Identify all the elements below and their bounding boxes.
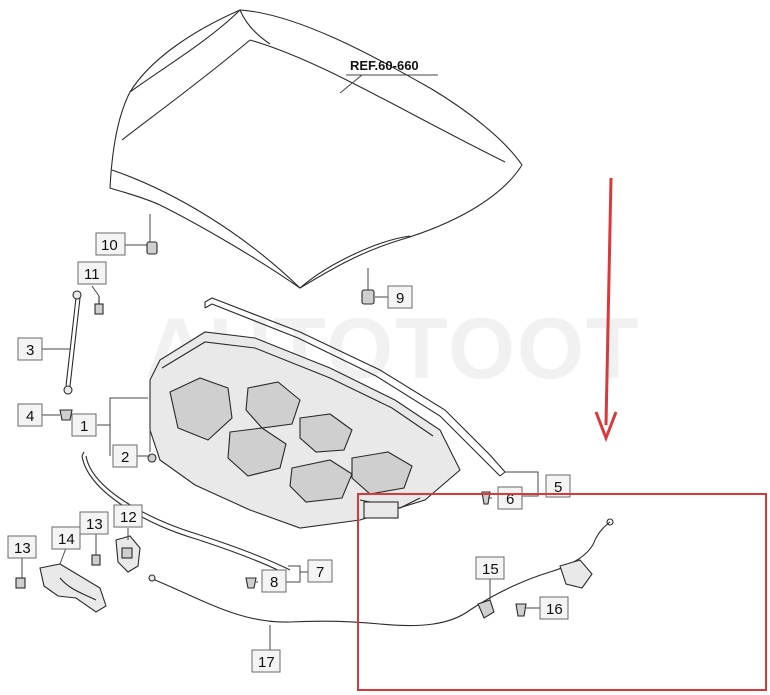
hood-weatherstrip [204, 297, 506, 477]
hood-insulator-pad [149, 331, 461, 529]
callout-11: 11 [77, 261, 107, 285]
release-handle-15-icon [477, 599, 495, 619]
clip-2-icon [147, 453, 157, 463]
callout-10-label: 10 [101, 237, 118, 254]
bolt-11-icon [94, 296, 104, 315]
callout-2: 2 [112, 444, 138, 468]
callout-7: 7 [307, 559, 333, 583]
clip-16-icon [515, 603, 527, 617]
callout-15: 15 [475, 556, 505, 580]
callout-1-label: 1 [80, 418, 88, 435]
callout-13-left-label: 13 [14, 540, 31, 557]
callout-5-label: 5 [554, 479, 562, 496]
bumper-9-icon [361, 289, 375, 305]
callout-8-label: 8 [270, 574, 278, 591]
callout-8: 8 [261, 569, 287, 593]
red-arrow-icon [594, 177, 618, 443]
bolt-13-left-icon [15, 577, 26, 589]
callout-13-right: 13 [79, 511, 109, 535]
hood-release-cable [148, 518, 614, 627]
callout-4-label: 4 [26, 408, 34, 425]
hood-latch-assembly [115, 535, 141, 573]
callout-17: 17 [251, 649, 281, 673]
hood-seal-strip [81, 451, 291, 575]
callout-17-label: 17 [258, 654, 275, 671]
callout-12: 12 [113, 504, 143, 528]
pad-latch-plate [363, 501, 399, 519]
clip-8-icon [245, 577, 257, 589]
highlight-frame [357, 493, 767, 691]
callout-2-label: 2 [121, 449, 129, 466]
hood-panel [109, 9, 523, 289]
callout-3-label: 3 [26, 342, 34, 359]
bumper-10-icon [146, 241, 158, 255]
hood-striker [39, 563, 107, 613]
callout-14-label: 14 [58, 531, 75, 548]
callout-14: 14 [51, 526, 81, 550]
callout-15-label: 15 [482, 561, 499, 578]
callout-4: 4 [17, 403, 43, 427]
callout-16: 16 [539, 596, 569, 620]
reference-label: REF.60-660 [350, 58, 419, 73]
bolt-13-icon [91, 554, 101, 566]
callout-11-label: 11 [84, 266, 100, 283]
callout-6-label: 6 [506, 491, 514, 508]
hood-stay-rod [63, 290, 82, 395]
callout-6: 6 [497, 486, 523, 510]
callout-1: 1 [71, 413, 97, 437]
callout-5: 5 [545, 474, 571, 498]
grommet-4-icon [59, 409, 73, 421]
callout-16-label: 16 [546, 601, 563, 618]
callout-13-left: 13 [7, 535, 37, 559]
callout-10: 10 [95, 232, 126, 256]
callout-3: 3 [17, 337, 43, 361]
callout-12-label: 12 [120, 509, 137, 526]
callout-9: 9 [387, 285, 413, 309]
callout-9-label: 9 [396, 290, 404, 307]
reference-leader [339, 74, 363, 94]
leader-lines [21, 214, 540, 652]
callout-7-label: 7 [316, 564, 324, 581]
callout-13-right-label: 13 [86, 516, 103, 533]
